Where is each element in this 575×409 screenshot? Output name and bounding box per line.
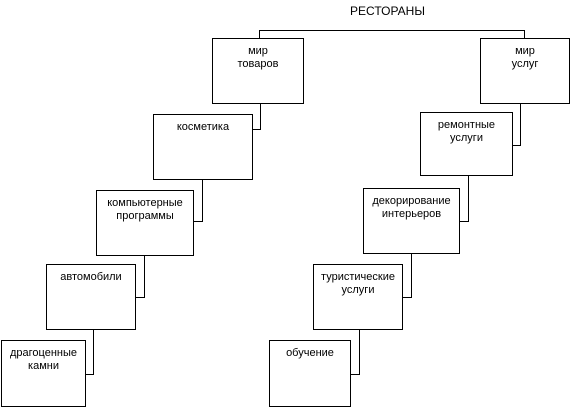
node-obuchenie: обучение: [269, 340, 351, 407]
node-kosmetika: косметика: [153, 114, 253, 180]
connector-right-2: [460, 176, 469, 222]
node-mir-uslug: мир услуг: [480, 38, 570, 104]
node-label: компьютерные программы: [107, 197, 183, 222]
root-connector: [259, 30, 525, 38]
connector-left-2: [194, 180, 203, 222]
node-mir-tovarov: мир товаров: [212, 38, 304, 104]
node-label: обучение: [286, 347, 334, 359]
node-label: декорирование интерьеров: [372, 195, 451, 220]
node-label: автомобили: [60, 271, 122, 283]
connector-right-3: [403, 254, 412, 298]
node-label: мир товаров: [237, 45, 279, 70]
connector-left-1: [253, 104, 261, 130]
connector-right-1: [513, 104, 521, 146]
connector-left-4: [86, 330, 94, 375]
node-dragotsennye-kamni: драгоценные камни: [1, 340, 86, 407]
node-label: ремонтные услуги: [437, 119, 496, 144]
diagram-title: РЕСТОРАНЫ: [350, 4, 425, 18]
node-label: драгоценные камни: [9, 347, 77, 372]
node-dekorirovanie-interyerov: декорирование интерьеров: [363, 188, 460, 254]
node-avtomobili: автомобили: [46, 264, 136, 330]
node-remontnye-uslugi: ремонтные услуги: [420, 112, 513, 176]
node-label: мир услуг: [511, 45, 539, 70]
connector-right-4: [351, 330, 360, 375]
connector-left-3: [136, 256, 145, 298]
node-kompyuternye-programmy: компьютерные программы: [96, 190, 194, 256]
node-turisticheskie-uslugi: туристические услуги: [313, 264, 403, 330]
node-label: туристические услуги: [321, 271, 395, 296]
node-label: косметика: [176, 121, 230, 133]
